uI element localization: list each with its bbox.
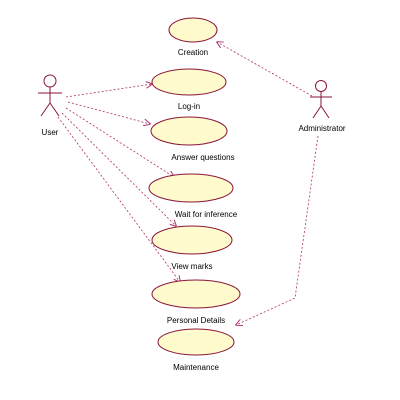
actor-user-icon [38,74,62,117]
use-case-creation-ellipse [168,17,218,43]
association-user-wait-for-inference [65,107,174,177]
use-case-answer-questions-ellipse [150,116,228,146]
actor-user-label: User [42,128,59,137]
actor-administrator-label: Administrator [298,124,345,133]
associations [57,42,319,325]
use-case-maintenance-ellipse [157,328,235,356]
use-case-creation-label: Creation [178,48,208,57]
use-case-personal-details-ellipse [151,279,241,309]
use-case-login-label: Log-in [178,102,200,111]
use-case-personal-details: Personal Details [151,279,241,325]
use-case-answer-questions-label: Answer questions [171,153,234,162]
use-case-answer-questions: Answer questions [150,116,235,162]
use-case-view-marks-ellipse [151,225,233,255]
use-case-personal-details-label: Personal Details [167,316,225,325]
actor-administrator: Administrator [298,80,346,133]
use-case-view-marks-label: View marks [171,262,212,271]
use-case-creation: Creation [168,17,218,57]
use-case-wait-for-inference-ellipse [148,173,234,203]
association-admin-maintenance [236,135,319,325]
use-case-wait-for-inference-label: Wait for inference [175,210,238,219]
association-user-view-marks [61,112,176,226]
use-case-login: Log-in [151,68,227,111]
association-user-personal-details [57,116,180,282]
use-case-maintenance-label: Maintenance [173,363,219,372]
actor-user: User [38,74,62,137]
association-user-answer-questions [67,101,150,124]
use-case-maintenance: Maintenance [157,328,235,372]
association-admin-creation [217,42,313,97]
use-case-view-marks: View marks [151,225,233,271]
actor-administrator-icon [310,80,332,119]
association-user-login [65,84,152,98]
use-case-wait-for-inference: Wait for inference [148,173,238,219]
use-case-login-ellipse [151,68,227,96]
